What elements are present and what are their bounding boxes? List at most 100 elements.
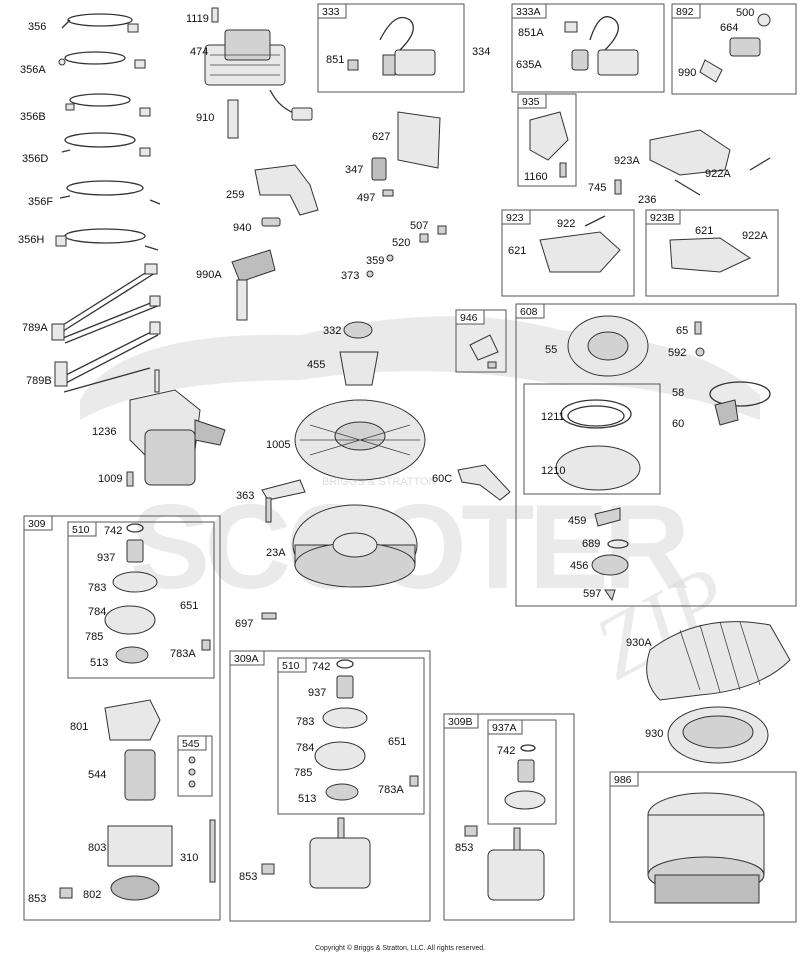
label-937b: 937 xyxy=(308,687,326,699)
wire-789A xyxy=(51,263,161,344)
screw-940 xyxy=(261,217,281,227)
label-789A: 789A xyxy=(22,322,48,334)
label-455: 455 xyxy=(307,359,325,371)
label-356B: 356B xyxy=(20,111,46,123)
copyright-notice: Copyright © Briggs & Stratton, LLC. All … xyxy=(315,944,485,952)
label-697: 697 xyxy=(235,618,253,630)
label-742c: 742 xyxy=(497,745,515,757)
label-853b: 853 xyxy=(239,871,257,883)
label-597: 597 xyxy=(583,588,601,600)
label-627: 627 xyxy=(372,131,390,143)
box-923: 923 xyxy=(501,209,635,297)
screw-497 xyxy=(382,189,394,197)
flywheel-23A xyxy=(292,504,418,588)
label-456: 456 xyxy=(570,560,588,572)
label-651b: 651 xyxy=(388,736,406,748)
label-784a: 784 xyxy=(88,606,106,618)
label-922: 922 xyxy=(557,218,575,230)
label-459: 459 xyxy=(568,515,586,527)
wire-356F xyxy=(59,180,161,205)
label-621b: 621 xyxy=(695,225,713,237)
box-892: 892 xyxy=(671,3,797,95)
nut-332 xyxy=(343,321,373,339)
wire-356B xyxy=(65,93,151,117)
label-520: 520 xyxy=(392,237,410,249)
label-742b: 742 xyxy=(312,661,330,673)
screen-930 xyxy=(667,706,769,764)
label-259: 259 xyxy=(226,189,244,201)
label-356D: 356D xyxy=(22,153,48,165)
label-474: 474 xyxy=(190,46,208,58)
label-334: 334 xyxy=(472,46,490,58)
box-608: 608 xyxy=(515,303,797,607)
bracket-259 xyxy=(254,164,319,216)
box-309-label: 309 xyxy=(28,518,46,530)
label-513b: 513 xyxy=(298,793,316,805)
box-923B-label: 923B xyxy=(650,212,675,224)
label-922A-top: 922A xyxy=(705,168,731,180)
small-parts-507-373 xyxy=(366,225,447,278)
label-55: 55 xyxy=(545,344,557,356)
label-801: 801 xyxy=(70,721,88,733)
box-935: 935 xyxy=(517,93,577,187)
label-310: 310 xyxy=(180,852,198,864)
box-946: 946 xyxy=(455,309,507,373)
label-923A: 923A xyxy=(614,155,640,167)
box-309B: 309B 937A xyxy=(443,713,575,921)
label-803: 803 xyxy=(88,842,106,854)
box-986: 986 xyxy=(609,771,797,923)
part-labels: 356 356A 356B 356D 356F 356H 789A 789B 1… xyxy=(18,7,768,905)
label-236: 236 xyxy=(638,194,656,206)
label-937a: 937 xyxy=(97,552,115,564)
brake-strap-60C xyxy=(457,464,511,501)
label-1160: 1160 xyxy=(524,171,548,183)
wire-356A xyxy=(58,51,146,69)
label-359: 359 xyxy=(366,255,384,267)
label-592: 592 xyxy=(668,347,686,359)
label-65: 65 xyxy=(676,325,688,337)
label-635A: 635A xyxy=(516,59,542,71)
label-783a: 783 xyxy=(88,582,106,594)
box-937A-label: 937A xyxy=(492,722,517,734)
watermark: SCOOTER ZIP BRIGGS & STRATTON xyxy=(80,316,760,699)
label-363: 363 xyxy=(236,490,254,502)
label-1009: 1009 xyxy=(98,473,122,485)
label-689: 689 xyxy=(582,538,600,550)
flywheel-1005 xyxy=(294,399,426,481)
box-333-label: 333 xyxy=(322,6,340,18)
label-60C: 60C xyxy=(432,473,452,485)
box-986-label: 986 xyxy=(614,774,632,786)
label-1236: 1236 xyxy=(92,426,116,438)
ignition-armature-474 xyxy=(204,7,313,121)
label-930A: 930A xyxy=(626,637,652,649)
box-309: 309 510 545 xyxy=(23,515,221,921)
label-497: 497 xyxy=(357,192,375,204)
label-802: 802 xyxy=(83,889,101,901)
label-60: 60 xyxy=(672,418,684,430)
cup-455 xyxy=(339,351,379,386)
box-333: 333 xyxy=(317,3,465,93)
screw-697 xyxy=(261,612,277,620)
box-510b-label: 510 xyxy=(282,660,300,672)
box-935-label: 935 xyxy=(522,96,540,108)
wire-789B xyxy=(54,321,161,393)
box-309A-label: 309A xyxy=(234,653,259,665)
label-58: 58 xyxy=(672,387,684,399)
label-23A: 23A xyxy=(266,547,286,559)
label-347: 347 xyxy=(345,164,363,176)
label-373: 373 xyxy=(341,270,359,282)
label-910: 910 xyxy=(196,112,214,124)
switch-347 xyxy=(371,157,387,181)
label-621a: 621 xyxy=(508,245,526,257)
label-930: 930 xyxy=(645,728,663,740)
box-608-label: 608 xyxy=(520,306,538,318)
label-783Aa: 783A xyxy=(170,648,196,660)
starter-motor-1236 xyxy=(126,369,226,487)
wire-356D xyxy=(61,132,151,157)
bracket-627 xyxy=(397,111,441,169)
label-1210: 1210 xyxy=(541,465,565,477)
label-990A: 990A xyxy=(196,269,222,281)
box-923B: 923B xyxy=(645,209,779,297)
label-853c: 853 xyxy=(455,842,473,854)
